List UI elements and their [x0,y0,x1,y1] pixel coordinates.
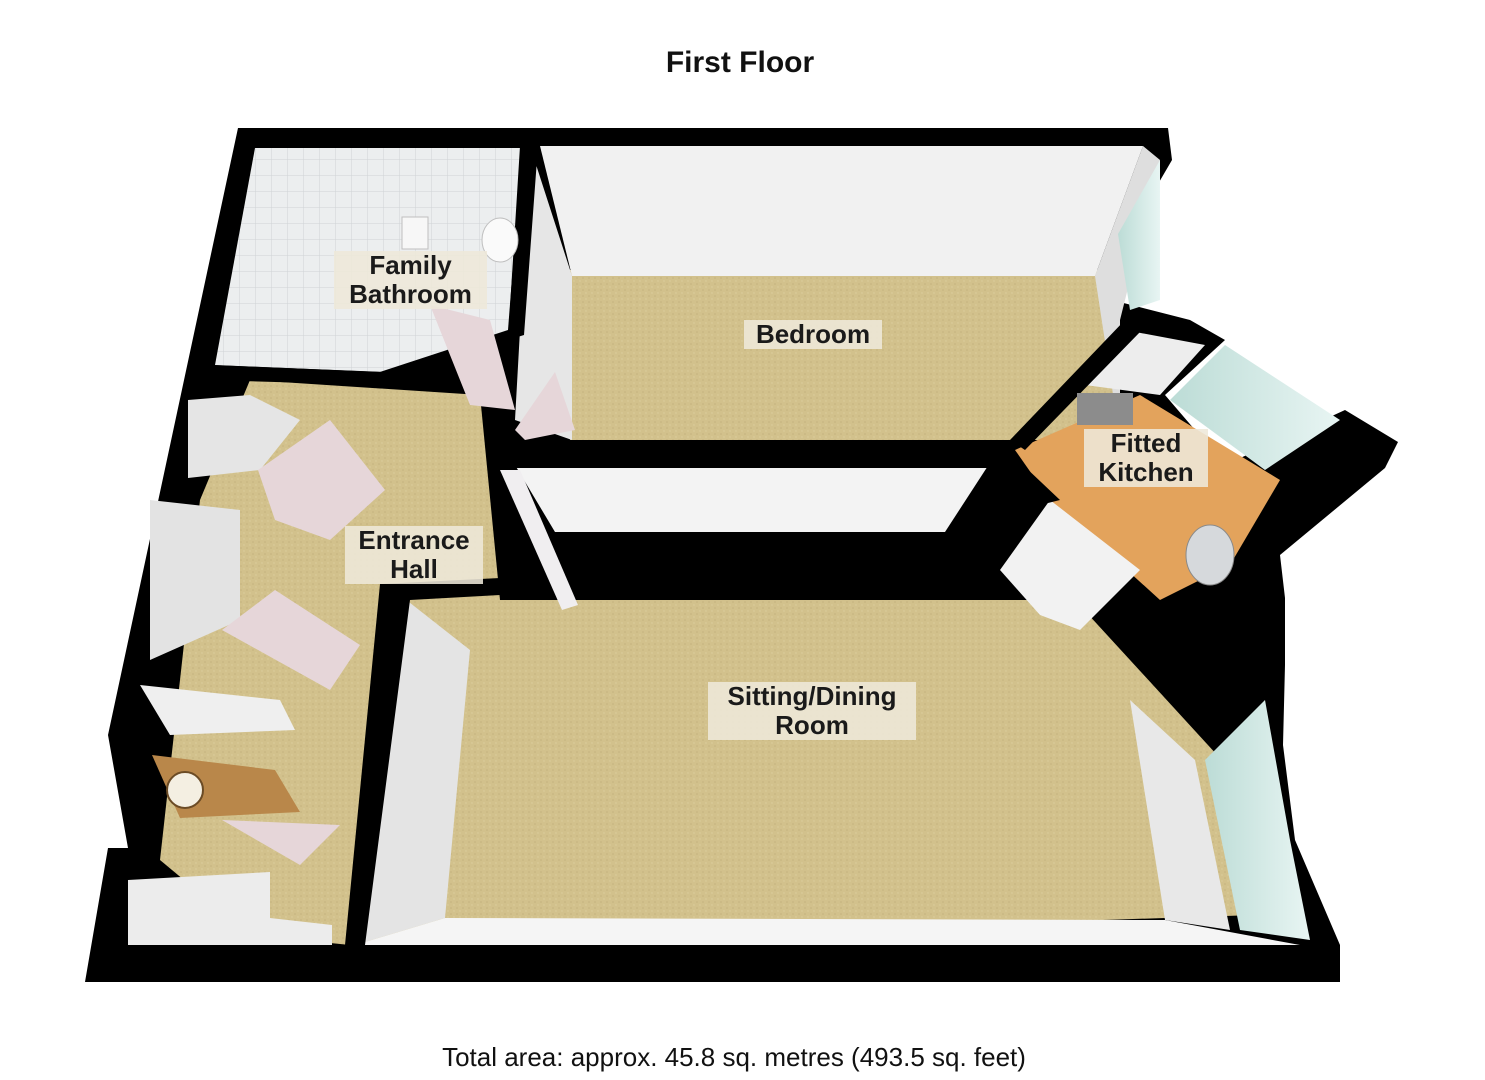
kitchen-units [1000,500,1140,630]
room-label-entrance-hall: Entrance Hall [345,526,483,584]
hob-icon [1077,393,1133,425]
room-label-bedroom: Bedroom [744,320,882,349]
sitting-left-wall [355,595,470,945]
sitting-door [500,470,578,610]
hall-step [140,685,295,735]
hall-cupboard-1 [188,395,300,478]
bedroom-floor [560,270,1120,440]
bedroom-door [515,372,575,440]
total-area-note: Total area: approx. 45.8 sq. metres (493… [442,1042,1026,1072]
basin-icon [481,217,519,263]
sitting-front-wall [355,918,1300,945]
sitting-back-wall [512,455,995,532]
room-label-fitted-kitchen: Fitted Kitchen [1084,429,1208,487]
sitting-window [1205,700,1310,940]
kitchen-window [1170,345,1340,470]
hall-cupboard-3 [128,872,332,945]
sitting-dining-floor [350,600,1255,945]
page-title: First Floor [665,46,815,79]
bedroom-back-wall [540,146,1143,276]
bedroom-window [1118,160,1160,310]
hall-door-3 [222,820,340,865]
hall-door-2 [222,590,360,690]
room-label-sitting-dining-room: Sitting/Dining Room [708,682,916,740]
hall-door-1 [258,420,385,540]
room-label-family-bathroom: Family Bathroom [334,251,487,309]
hall-cupboard-2 [150,500,240,660]
sitting-right-wall [1130,700,1230,930]
sink-icon [1185,524,1235,586]
toilet-icon [401,216,429,250]
front-door-window-icon [166,771,204,809]
bathroom-door [430,305,515,410]
